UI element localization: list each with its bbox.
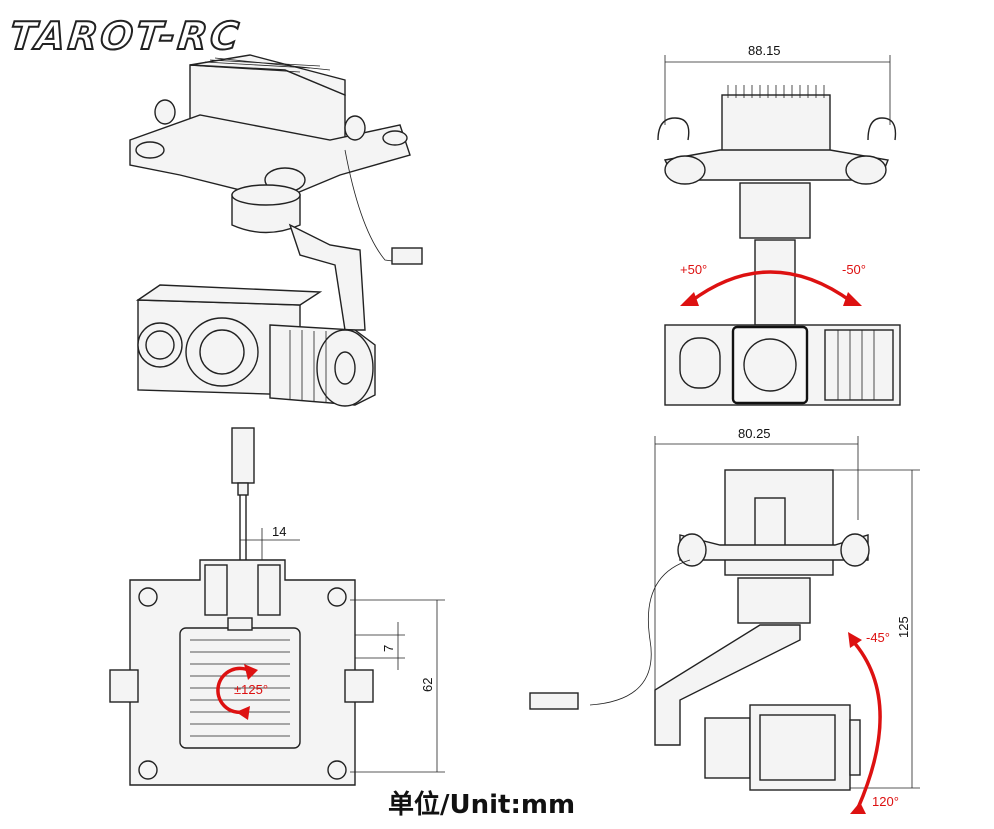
yaw-range-label: ±125°: [234, 682, 268, 697]
side-height-dimension: 125: [896, 616, 911, 638]
pitch-up-label: -45°: [866, 630, 890, 645]
unit-label: 单位/Unit:mm: [388, 790, 576, 820]
top-view: 14 ±125° 62 7: [109, 427, 445, 786]
side-width-dimension: 80.25: [738, 426, 771, 441]
hole-pitch-dimension: 7: [381, 645, 396, 652]
roll-minus-label: -50°: [842, 262, 866, 277]
top-height-dimension: 62: [420, 678, 435, 692]
front-view: 88.15: [657, 43, 901, 406]
isometric-view: [129, 54, 423, 407]
roll-plus-label: +50°: [680, 262, 707, 277]
side-view: 80.25 125 -45° 120°: [529, 426, 920, 814]
pitch-down-label: 120°: [872, 794, 899, 809]
front-width-dimension: 88.15: [748, 43, 781, 58]
cable-offset-dimension: 14: [272, 524, 286, 539]
